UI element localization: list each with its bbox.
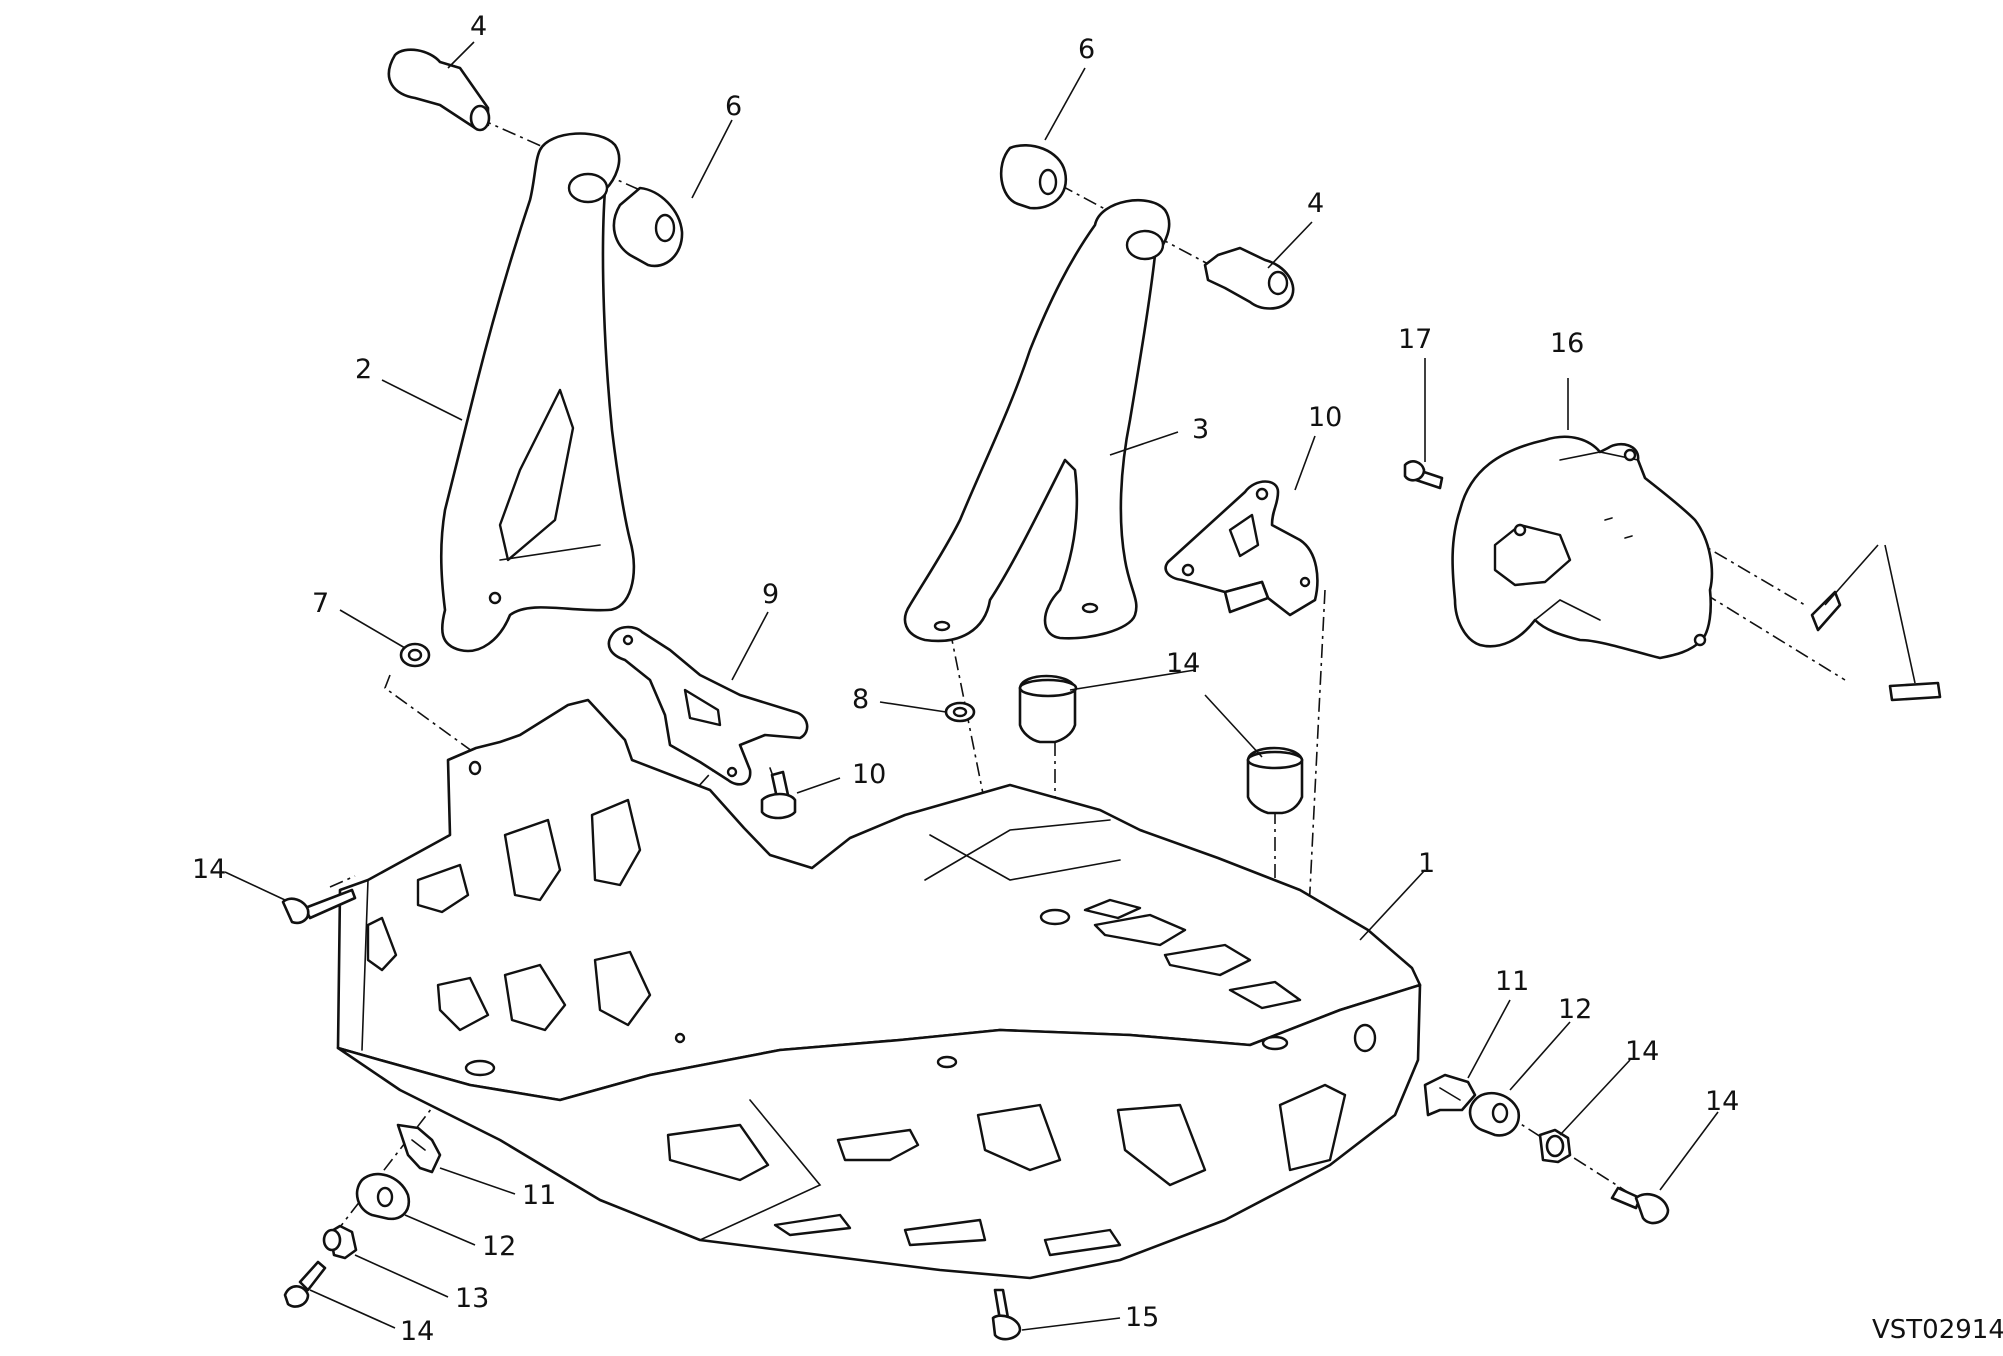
callout-14-bottom-left: 14 (400, 1316, 434, 1347)
callout-6-left: 7 (312, 588, 329, 619)
screw-16 (1403, 460, 1444, 490)
callout-3: 3 (1192, 414, 1209, 445)
spacer-right (1538, 1128, 1572, 1164)
clip-nut-left (396, 1123, 442, 1174)
callout-13: 14 (1166, 648, 1200, 679)
screw-14-top-left (281, 888, 357, 925)
drawing-code: VST02914 (1872, 1315, 2003, 1345)
callout-5-right: 6 (1078, 34, 1095, 65)
spacer-bolt-right (1203, 246, 1295, 310)
leader-lines (224, 41, 1916, 1331)
callout-4-right: 4 (1307, 188, 1324, 219)
rubber-bushing-right (999, 143, 1068, 210)
rubber-bushing-left (612, 186, 684, 268)
rubber-grommet-right (1468, 1091, 1521, 1137)
screw-14-bottom (991, 1288, 1022, 1341)
callout-16: 17 (1398, 324, 1432, 355)
callout-10-left: 11 (522, 1180, 556, 1211)
callout-14-bottom: 15 (1125, 1302, 1159, 1333)
callout-8: 10 (852, 759, 886, 790)
callout-6-right: 8 (852, 684, 869, 715)
right-plate (1164, 480, 1319, 617)
adhesive-pad-1 (1810, 590, 1842, 632)
callout-11-left: 12 (482, 1231, 516, 1262)
callout-7: 9 (762, 579, 779, 610)
guard-cover (1451, 435, 1714, 660)
skid-plate (336, 698, 1422, 1280)
callout-12-left: 13 (455, 1283, 489, 1314)
callout-4-left: 4 (470, 11, 487, 42)
callout-labels: 4 6 6 4 2 3 7 9 8 10 10 14 14 1 11 12 14… (192, 11, 1739, 1347)
screw-14-right (1610, 1186, 1670, 1225)
callout-1: 1 (1418, 848, 1435, 879)
spacer-left (322, 1224, 358, 1260)
clip-nut-right (1423, 1073, 1477, 1117)
rubber-grommet-left (355, 1172, 411, 1221)
rubber-pad-2 (1246, 746, 1304, 815)
adhesive-pad-2 (1888, 681, 1942, 702)
callout-14-top-left: 14 (192, 854, 226, 885)
front-plate (607, 625, 809, 786)
callout-10-right: 11 (1495, 966, 1529, 997)
washer-right (944, 701, 976, 723)
spacer-bolt-left (387, 48, 491, 132)
right-bracket (903, 199, 1171, 643)
left-bracket (439, 132, 636, 653)
callout-11-right: 12 (1558, 994, 1592, 1025)
callout-5-left: 6 (725, 91, 742, 122)
callout-15: 16 (1550, 328, 1584, 359)
callout-2: 2 (355, 354, 372, 385)
screw-14-bottom-left (283, 1260, 327, 1308)
washer-left (399, 642, 431, 668)
callout-14-right: 14 (1705, 1086, 1739, 1117)
rubber-pad-1 (1018, 674, 1078, 744)
callout-9: 10 (1308, 402, 1342, 433)
callout-12-right: 14 (1625, 1036, 1659, 1067)
screw-8 (760, 767, 797, 820)
